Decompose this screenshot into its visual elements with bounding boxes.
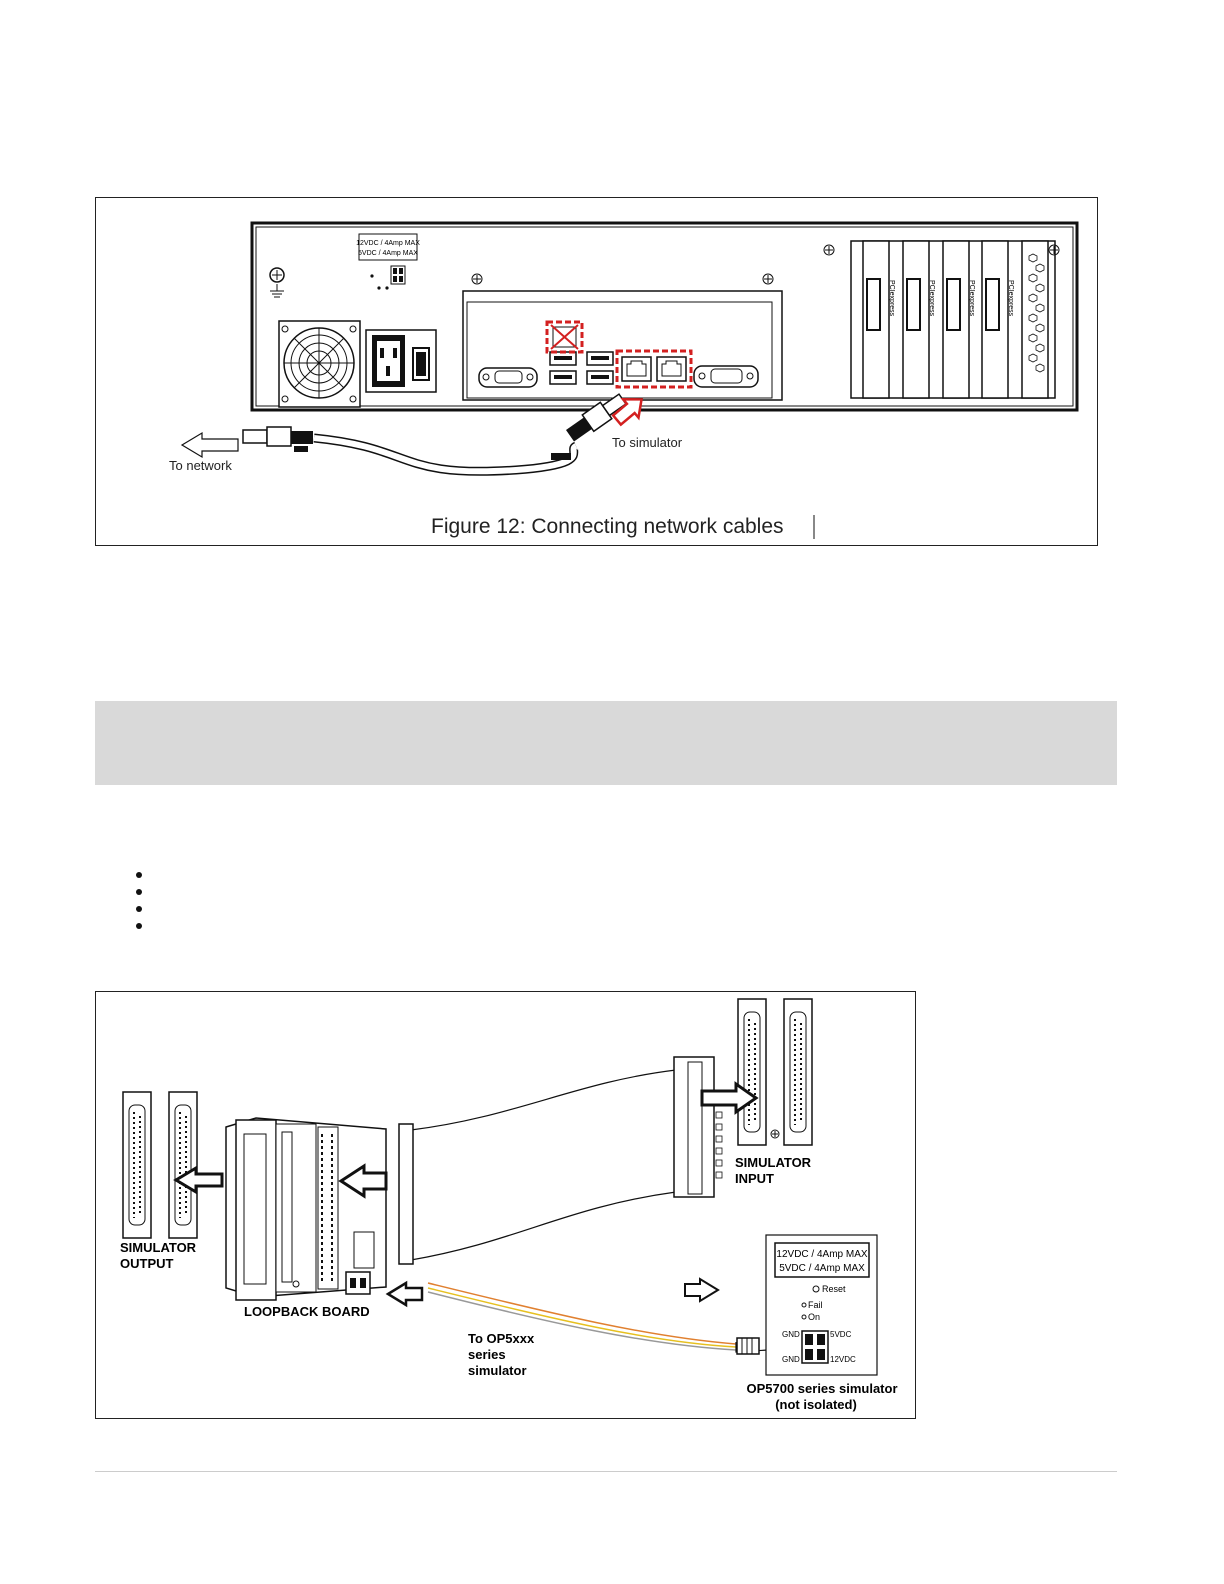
figure-12: 12VDC / 4Amp MAX 5VDC / 4Amp MAX [95,197,1098,546]
to-op5xxx-label-3: simulator [468,1363,527,1378]
loopback-board-label: LOOPBACK BOARD [244,1304,370,1319]
op5700-label-1: OP5700 series simulator [746,1381,897,1396]
arrow-to-board-icon [338,1163,388,1199]
pcie-label-3: PCIexpress [968,280,975,317]
simulator-input-label-1: SIMULATOR [735,1155,812,1170]
figure-loopback-drawing: SIMULATOR OUTPUT LOOPBACK BOARD [120,998,898,1412]
v5-label: 5VDC [830,1330,852,1339]
io-panel [462,273,783,401]
to-op5xxx-label-1: To OP5xxx [468,1331,535,1346]
fail-label: Fail [808,1300,823,1310]
crossed-port-highlight [545,320,584,354]
gnd-label-2: GND [782,1355,800,1364]
arrow-to-board-power-icon [385,1280,424,1308]
bullet-1 [136,872,142,878]
bullet-list [136,872,142,940]
simulator-output-label-2: OUTPUT [120,1256,174,1271]
pcie-label-1: PCIexpress [888,280,895,317]
fan-icon [278,320,361,408]
power-inlet-icon [365,329,437,393]
to-op5xxx-label-2: series [468,1347,506,1362]
panel-12v-label: 12VDC / 4Amp MAX [776,1249,867,1260]
chassis-outline [250,221,1079,412]
ribbon-cable [398,1056,723,1265]
simulator-input-label-2: INPUT [735,1171,774,1186]
ground-screw-icon [269,267,285,298]
v12-label: 12VDC [830,1355,856,1364]
figure-loopback: SIMULATOR OUTPUT LOOPBACK BOARD [95,991,916,1419]
op5700-panel: 12VDC / 4Amp MAX 5VDC / 4Amp MAX Reset F… [765,1234,878,1376]
footer-rule [95,1471,1117,1472]
arrow-to-panel-icon [684,1277,720,1303]
simulator-input-connectors [737,998,813,1146]
gnd-label-1: GND [782,1330,800,1339]
bullet-4 [136,923,142,929]
pcie-slots: PCIexpress PCIexpress PCIexpress PCIexpr… [823,240,1060,399]
op5700-label-2: (not isolated) [775,1397,857,1412]
arrow-to-input-icon [700,1081,759,1115]
bullet-2 [136,889,142,895]
power-wires [427,1282,769,1355]
ethernet-ports-highlight [615,349,693,389]
pcie-label-2: PCIexpress [928,280,935,317]
reset-label: Reset [822,1284,846,1294]
simulator-output-label-1: SIMULATOR [120,1240,197,1255]
network-cable [242,393,627,476]
to-network-arrow-icon [180,431,239,459]
loopback-board [225,1117,387,1301]
psu-label-5v: 5VDC / 4Amp MAX [358,250,418,257]
to-network-label: To network [169,458,232,473]
on-label: On [808,1312,820,1322]
to-simulator-label: To simulator [612,435,683,450]
figure-12-caption: Figure 12: Connecting network cables [431,515,784,538]
psu-label-12v: 12VDC / 4Amp MAX [356,240,420,247]
pcie-label-4: PCIexpress [1007,280,1014,317]
arrow-to-output-icon [173,1165,224,1195]
figure-12-drawing: 12VDC / 4Amp MAX 5VDC / 4Amp MAX [169,221,1079,539]
psu-label-box [358,233,418,261]
shaded-note-band [95,701,1117,785]
panel-5v-label: 5VDC / 4Amp MAX [779,1263,865,1274]
to-simulator-arrow-icon [611,397,643,427]
bullet-3 [136,906,142,912]
simulator-output-connectors [122,1091,198,1239]
